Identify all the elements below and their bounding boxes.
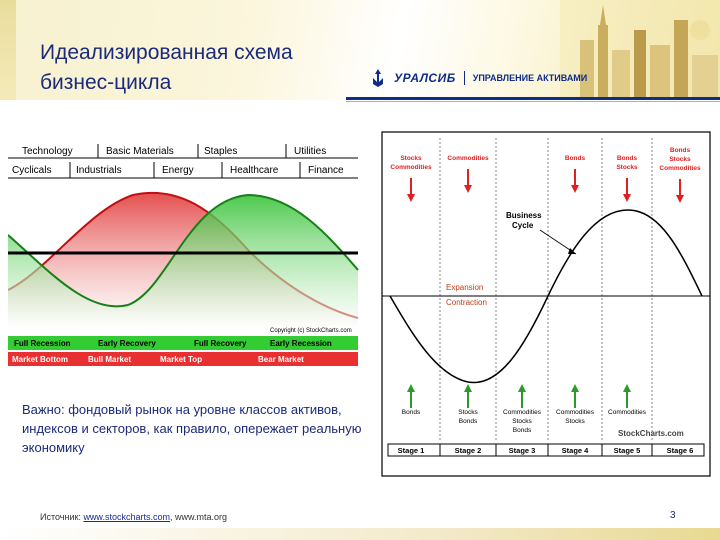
signal-arrows <box>407 169 684 408</box>
bottom-asset-label: Stocks <box>458 409 478 416</box>
economy-label: Early Recession <box>270 339 332 348</box>
uralsib-logo: УРАЛСИБ УПРАВЛЕНИЕ АКТИВАМИ <box>368 66 598 90</box>
market-label: Bear Market <box>258 355 304 364</box>
top-asset-label: Stocks <box>616 164 638 171</box>
business-cycle-label: Cycle <box>512 221 534 230</box>
logo-separator <box>463 71 465 85</box>
bottom-asset-label: Commodities <box>503 409 542 416</box>
copyright-text: Copyright (c) StockCharts.com <box>270 328 352 334</box>
city-skyline-image <box>560 0 720 100</box>
market-label: Bull Market <box>88 355 131 364</box>
top-asset-label: Commodities <box>659 165 701 172</box>
market-label: Market Bottom <box>12 355 68 364</box>
sector-label: Basic Materials <box>106 146 174 157</box>
source-label: Источник: <box>40 512 81 522</box>
stage-label: Stage 5 <box>614 446 641 455</box>
stage-label: Stage 3 <box>509 446 536 455</box>
sector-label: Industrials <box>76 165 122 176</box>
source-link[interactable]: www.stockcharts.com <box>83 512 170 522</box>
sector-label: Healthcare <box>230 165 279 176</box>
bottom-asset-label: Commodities <box>608 409 647 416</box>
top-asset-label: Stocks <box>400 155 422 162</box>
chart-frame <box>381 131 711 477</box>
sector-label: Utilities <box>294 146 326 157</box>
top-asset-label: Commodities <box>447 155 489 162</box>
top-asset-label: Bonds <box>617 155 638 162</box>
header-rule-thin <box>346 101 720 102</box>
sector-label: Cyclicals <box>12 165 51 176</box>
down-arrow-icon <box>407 178 415 202</box>
header-rule <box>346 97 720 100</box>
logo-emblem-icon <box>373 69 383 87</box>
business-cycle-chart: Expansion Contraction Business Cycle Sto… <box>381 131 711 477</box>
logo-name: УРАЛСИБ <box>394 71 456 85</box>
top-asset-label: Bonds <box>565 155 586 162</box>
source-rest: , www.mta.org <box>169 512 227 522</box>
source-footer: Источник: www.stockcharts.com, www.mta.o… <box>40 512 227 522</box>
contraction-label: Contraction <box>446 298 487 307</box>
up-arrow-icon <box>518 384 526 408</box>
top-asset-label: Bonds <box>670 147 691 154</box>
top-asset-label: Stocks <box>669 156 691 163</box>
down-arrow-icon <box>464 169 472 193</box>
logo-subtitle: УПРАВЛЕНИЕ АКТИВАМИ <box>472 73 588 83</box>
market-bar <box>8 352 358 366</box>
up-arrow-icon <box>407 384 415 408</box>
economy-label: Full Recovery <box>194 339 247 348</box>
bottom-asset-label: Stocks <box>565 418 585 425</box>
market-curve-green <box>8 195 358 328</box>
header-accent-bar <box>0 0 16 100</box>
sector-rotation-chart: Technology Basic Materials Staples Utili… <box>8 144 359 366</box>
up-arrow-icon <box>464 384 472 408</box>
sector-label: Staples <box>204 146 237 157</box>
sector-row-bottom: Cyclicals Industrials Energy Healthcare … <box>8 162 358 179</box>
up-arrow-icon <box>623 384 631 408</box>
watermark: StockCharts.com <box>618 429 684 438</box>
sector-label: Energy <box>162 165 194 176</box>
up-arrow-icon <box>571 384 579 408</box>
page-number: 3 <box>670 510 676 521</box>
bottom-asset-label: Bonds <box>459 418 478 425</box>
stage-dividers <box>439 138 653 442</box>
down-arrow-icon <box>571 169 579 193</box>
economy-bar <box>8 336 358 350</box>
top-asset-label: Commodities <box>390 164 432 171</box>
stage-row: Stage 1 Stage 2 Stage 3 Stage 4 Stage 5 Stage… <box>387 443 705 457</box>
sector-row-top: Technology Basic Materials Staples Utili… <box>8 144 358 159</box>
economy-label: Early Recovery <box>98 339 156 348</box>
bottom-asset-label: Commodities <box>556 409 595 416</box>
sector-label: Technology <box>22 146 73 157</box>
bottom-asset-label: Bonds <box>513 427 532 434</box>
down-arrow-icon <box>623 178 631 202</box>
stage-label: Stage 6 <box>667 446 694 455</box>
stage-label: Stage 4 <box>562 446 590 455</box>
important-note: Важно: фондовый рынок на уровне классов … <box>22 402 362 455</box>
sector-label: Finance <box>308 165 344 176</box>
down-arrow-icon <box>676 179 684 203</box>
footer-band <box>0 528 720 540</box>
market-label: Market Top <box>160 355 202 364</box>
slide-title: Идеализированная схема бизнес-цикла <box>40 41 293 94</box>
market-curve-green-line <box>8 193 359 308</box>
expansion-label: Expansion <box>446 283 483 292</box>
stage-label: Stage 1 <box>398 446 425 455</box>
economy-label: Full Recession <box>14 339 71 348</box>
business-cycle-label: Business <box>506 211 542 220</box>
stage-label: Stage 2 <box>455 446 482 455</box>
business-cycle-curve <box>389 209 703 384</box>
bottom-asset-label: Stocks <box>512 418 532 425</box>
bottom-asset-label: Bonds <box>402 409 421 416</box>
